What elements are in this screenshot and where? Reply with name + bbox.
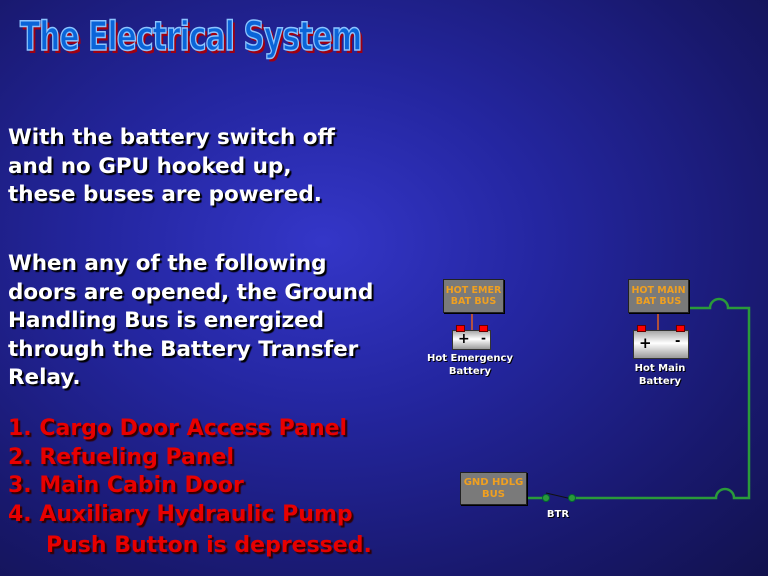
label-line: Hot Emergency	[427, 353, 513, 364]
bus-label: HOT EMER	[445, 284, 502, 296]
text-line: Handling Bus is energized	[8, 308, 325, 333]
emer-battery-icon: + -	[452, 325, 491, 350]
label-line: Battery	[448, 365, 492, 377]
relay-terminal	[568, 494, 576, 502]
bus-label: BAT BUS	[635, 296, 682, 307]
label-line: Battery	[638, 375, 682, 387]
text-line: these buses are powered.	[8, 182, 322, 207]
bus-label: BUS	[482, 488, 505, 500]
list-item: 3. Main Cabin Door	[8, 473, 244, 498]
label-line: Hot Main	[634, 363, 686, 374]
list-item: 4. Auxiliary Hydraulic Pump	[8, 501, 353, 527]
list-item: 2. Refueling Panel	[8, 444, 234, 470]
text-line: and no GPU hooked up,	[8, 153, 292, 179]
green-wire	[575, 297, 751, 500]
text-line: Relay.	[8, 365, 81, 390]
terminal	[479, 325, 488, 332]
intro-text: With the battery switch off and no GPU h…	[8, 124, 335, 210]
plus-sign: +	[639, 334, 652, 352]
main-battery-icon: + -	[633, 325, 689, 359]
text-line: through the Battery Transfer	[8, 336, 359, 362]
bus-label: GND HDLG	[463, 477, 524, 488]
btr-label: BTR	[546, 509, 570, 520]
text-line: doors are opened, the Ground	[8, 279, 374, 305]
doors-text: When any of the following doors are open…	[8, 250, 373, 393]
bus-label: HOT MAIN	[631, 284, 686, 296]
terminal	[456, 325, 465, 332]
list-item: Push Button is depressed.	[46, 533, 372, 558]
text-line: When any of the following	[8, 251, 327, 276]
relay-terminal	[542, 494, 550, 502]
slide-title: The Electrical System	[19, 13, 363, 61]
minus-sign: -	[481, 331, 486, 345]
terminal	[637, 325, 646, 332]
minus-sign: -	[675, 334, 681, 349]
terminal	[676, 325, 685, 332]
text-line: With the battery switch off	[8, 125, 335, 150]
relay-contact	[545, 492, 573, 500]
list-item: 1. Cargo Door Access Panel	[8, 416, 348, 441]
bus-label: BAT BUS	[450, 296, 497, 307]
plus-sign: +	[458, 331, 470, 347]
door-list: 1. Cargo Door Access Panel 2. Refueling …	[8, 415, 372, 561]
